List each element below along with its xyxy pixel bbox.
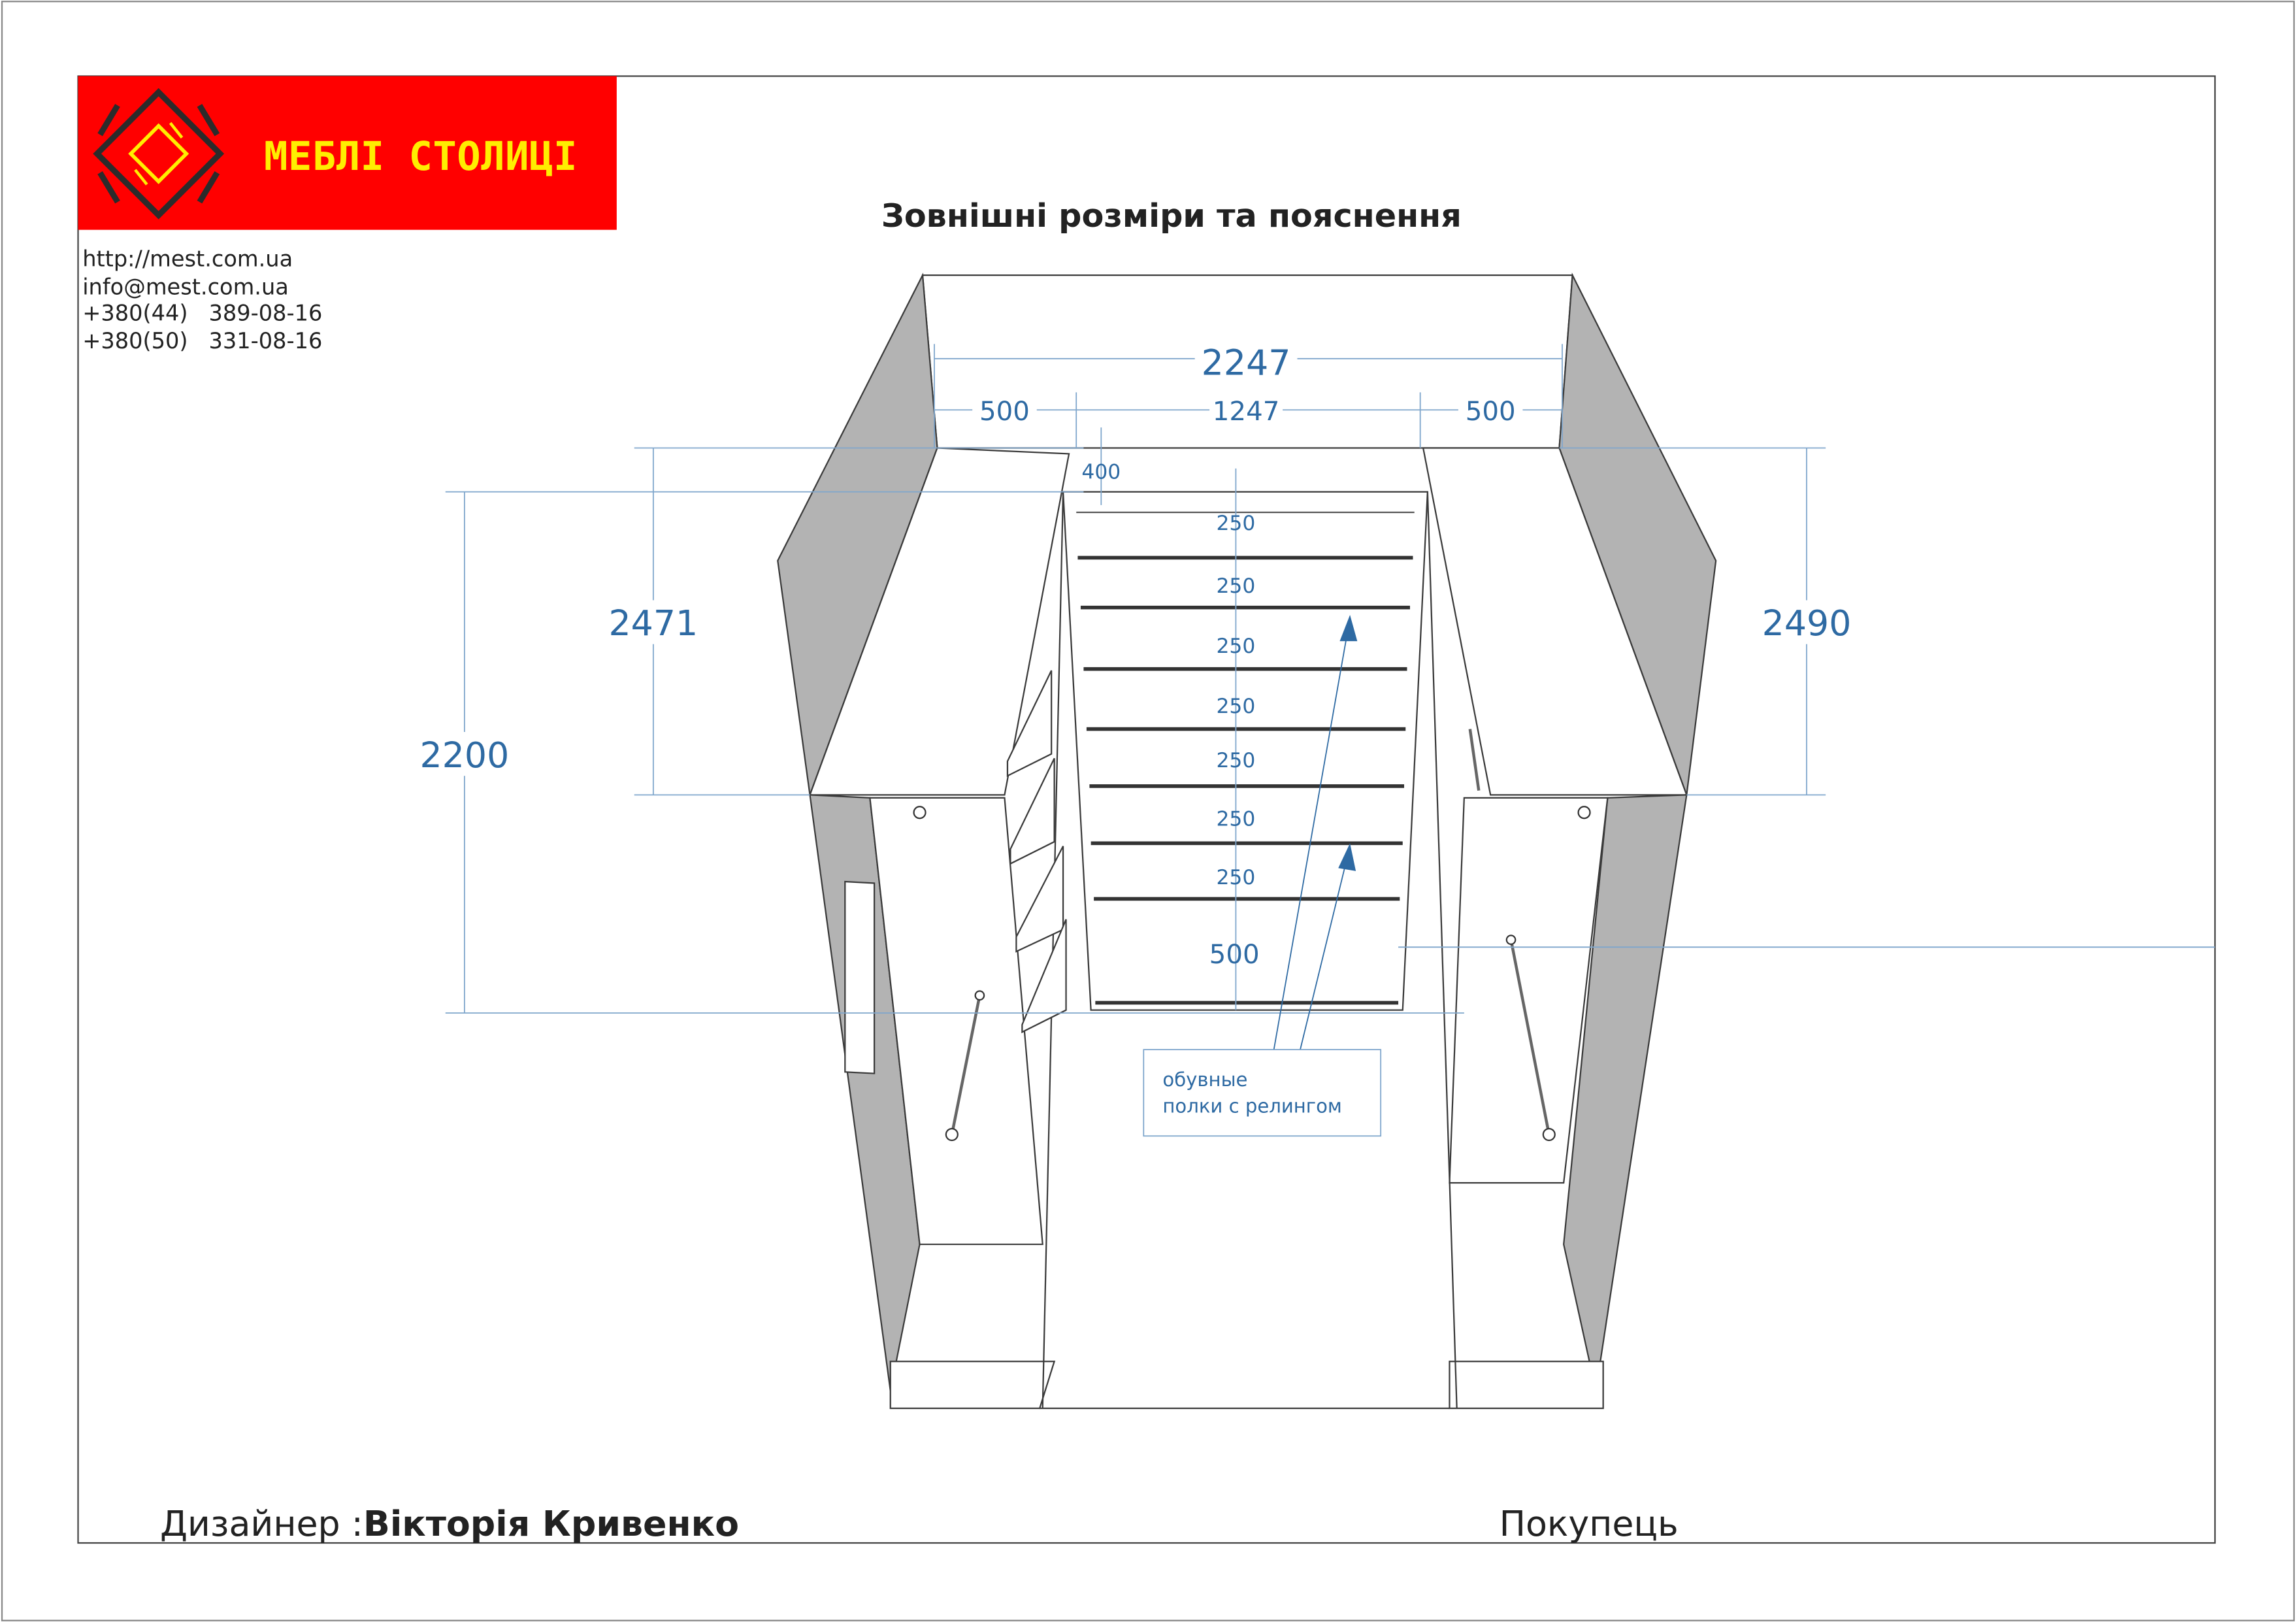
left-base	[889, 1361, 1056, 1410]
brand-name: МЕБЛІ СТОЛИЦІ	[264, 134, 577, 180]
designer-name: Вікторія Кривенко	[363, 1503, 739, 1544]
dim-bottom-gap: 500	[1209, 939, 1260, 970]
dim-left-width: 500	[979, 396, 1030, 427]
dim-shelf-gap: 250	[1216, 866, 1255, 889]
dim-shelf-gap: 250	[1216, 749, 1255, 772]
hanger-rods	[950, 729, 1550, 1135]
shoe-shelf-callout: обувные полки с релингом	[1143, 614, 1382, 1137]
email-link[interactable]: info@mest.com.ua	[82, 274, 289, 299]
designer-label: Дизайнер :Вікторія Кривенко	[160, 1503, 739, 1544]
dim-shelf-gap: 250	[1216, 807, 1255, 831]
page-title: Зовнішні розміри та пояснення	[881, 197, 1462, 235]
logo-diamond-icon	[93, 88, 225, 220]
arrow-icon	[1338, 843, 1356, 871]
wardrobe-model	[777, 273, 1717, 1410]
dim-shelf-gap: 250	[1216, 512, 1255, 535]
dim-shelf-gap: 250	[1216, 635, 1255, 658]
dim-right-width: 500	[1466, 396, 1516, 427]
dim-center-width: 1247	[1213, 396, 1280, 427]
note-line-2: полки с релингом	[1162, 1095, 1341, 1117]
dim-shelf-gap: 250	[1216, 695, 1255, 718]
right-section	[1449, 797, 1609, 1184]
dim-shelf-gap: 250	[1216, 574, 1255, 598]
contacts: http://mest.com.ua info@mest.com.ua +380…	[82, 246, 322, 354]
dimension-labels: 2247 500 1247 500 400 250 250 250 250 25…	[418, 339, 1854, 970]
dim-inner-height: 2200	[419, 735, 509, 776]
inner-frame	[77, 75, 2216, 1544]
left-section	[869, 797, 1043, 1246]
company-logo: МЕБЛІ СТОЛИЦІ	[78, 76, 617, 230]
website-link[interactable]: http://mest.com.ua	[82, 246, 293, 272]
left-stepped-shelves	[1006, 670, 1067, 1034]
dim-left-height: 2471	[608, 603, 698, 644]
dim-depth: 400	[1081, 461, 1121, 484]
note-line-1: обувные	[1162, 1068, 1247, 1091]
dim-total-width: 2247	[1202, 342, 1291, 383]
arrow-icon	[1339, 614, 1358, 642]
dim-right-height: 2490	[1762, 603, 1852, 644]
phone-1: +380(44) 389-08-16	[82, 301, 322, 326]
side-mirror	[844, 880, 876, 1074]
customer-label: Покупець	[1500, 1503, 1679, 1544]
shoe-shelves	[1077, 555, 1413, 1005]
left-top-shelf	[808, 447, 1070, 796]
right-base	[1449, 1361, 1604, 1410]
phone-2: +380(50) 331-08-16	[82, 328, 322, 354]
shoe-rack	[1062, 491, 1429, 1011]
